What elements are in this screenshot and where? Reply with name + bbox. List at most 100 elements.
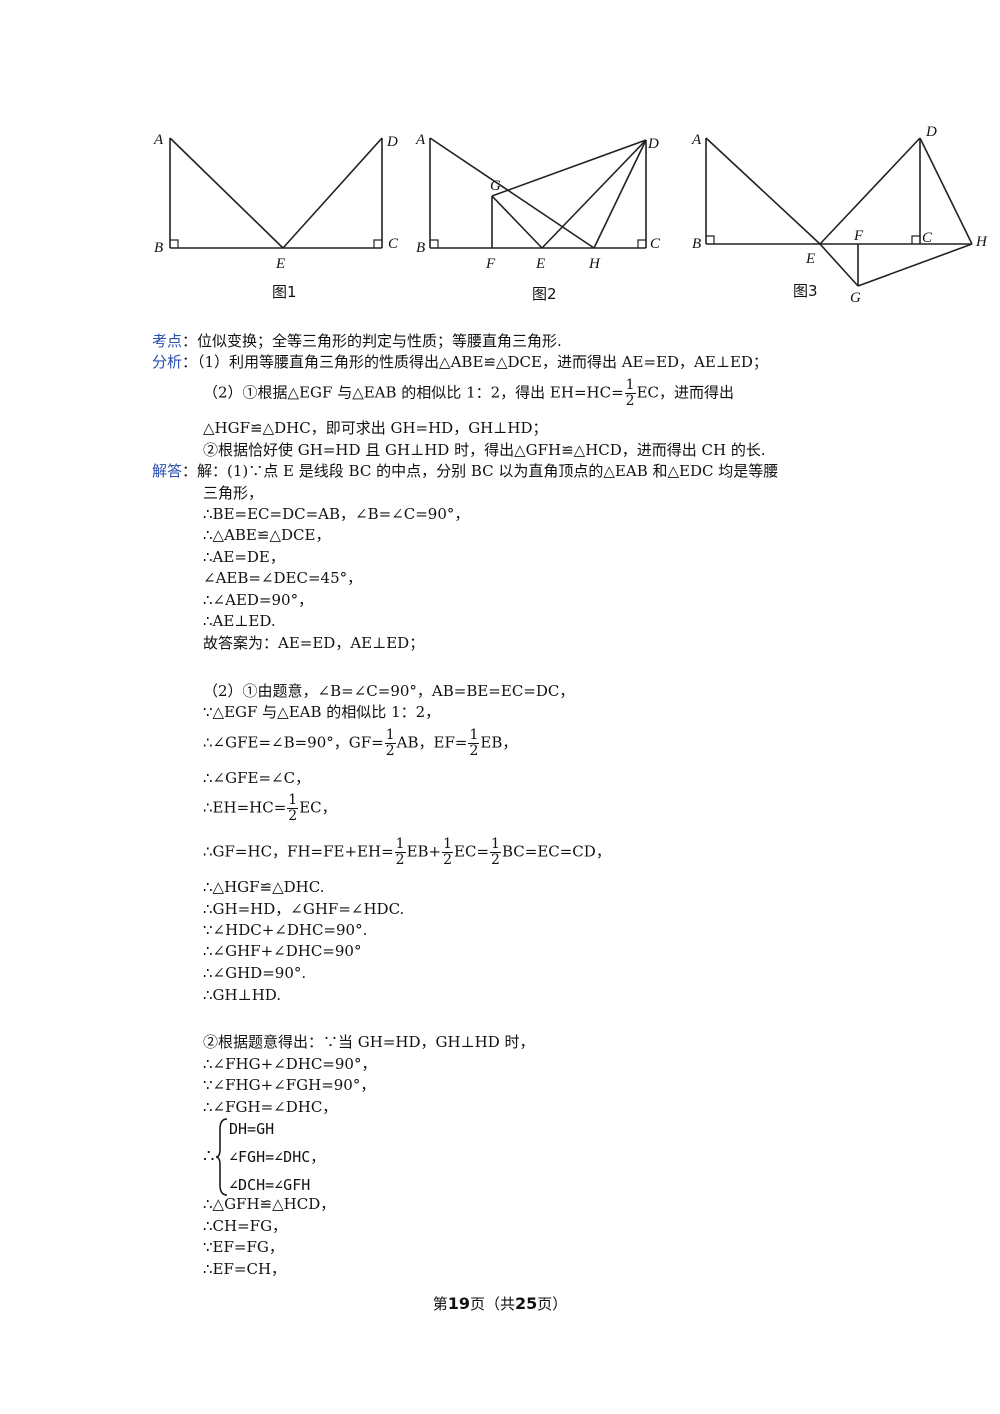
jieda-line-5: ∴AE=DE， [203, 547, 285, 568]
part2-text-2: ∵△EGF 与△EAB 的相似比 1：2， [203, 703, 441, 721]
part2-line-10: ∴∠GHF+∠DHC=90° [203, 941, 361, 962]
fenxi-text-2a: （2）①根据△EGF 与△EAB 的相似比 1：2，得出 EH=HC= [203, 383, 624, 402]
kaodian-tag: 考点 [152, 332, 183, 350]
part2-text-6c: EC= [454, 842, 490, 861]
fig2-label-C: C [650, 236, 661, 252]
frac-num: 1 [287, 792, 299, 809]
part2-line-8: ∴GH=HD，∠GHF=∠HDC. [203, 899, 404, 920]
fenxi-line-3: △HGF≌△DHC，即可求出 GH=HD，GH⊥HD； [203, 418, 547, 439]
part3-text-4: ∴∠FGH=∠DHC， [203, 1098, 338, 1116]
frac-num: 1 [442, 836, 454, 853]
jieda-text-9: 故答案为：AE=ED，AE⊥ED； [203, 634, 425, 652]
jieda-text-8: ∴AE⊥ED. [203, 612, 276, 630]
frac-den: 2 [385, 743, 395, 759]
part2-line-9: ∵∠HDC+∠DHC=90°. [203, 920, 367, 941]
fig1-label-B: B [154, 240, 163, 256]
jieda-line-8: ∴AE⊥ED. [203, 611, 276, 632]
fenxi-line-1: 分析：（1）利用等腰直角三角形的性质得出△ABE≌△DCE，进而得出 AE=ED… [152, 352, 768, 373]
frac-num: 1 [394, 836, 406, 853]
fenxi-tag: 分析 [152, 353, 183, 371]
system-eq-1: DH=GH [229, 1120, 275, 1138]
part3-text-3: ∵∠FHG+∠FGH=90°， [203, 1076, 376, 1094]
jieda-line-2: 三角形， [203, 483, 263, 504]
part3-line-7: ∵EF=FG， [203, 1237, 284, 1258]
jieda-text-7: ∴∠AED=90°， [203, 591, 314, 609]
part2-text-12: ∴GH⊥HD. [203, 986, 282, 1004]
part3-line-3: ∵∠FHG+∠FGH=90°， [203, 1075, 375, 1096]
part3-text-5: ∴△GFH≌△HCD， [203, 1195, 336, 1213]
part2-text-9: ∵∠HDC+∠DHC=90°. [203, 921, 368, 939]
figure-2-caption: 图2 [532, 285, 557, 303]
part2-line-2: ∵△EGF 与△EAB 的相似比 1：2， [203, 702, 440, 723]
part2-text-8: ∴GH=HD，∠GHF=∠HDC. [203, 900, 405, 918]
fenxi-text-2b: EC，进而得出 [636, 383, 735, 402]
figure-1-diagram: A B C D E [153, 132, 399, 272]
jieda-line-7: ∴∠AED=90°， [203, 590, 313, 611]
part2-text-5a: ∴EH=HC= [203, 798, 287, 817]
part2-text-6a: ∴GF=HC，FH=FE+EH= [203, 842, 394, 861]
figure-3: A B C D E F G H [688, 120, 993, 310]
part3-line-8: ∴EF=CH， [203, 1259, 286, 1280]
fig2-label-E: E [535, 256, 545, 272]
jieda-line-1: 解答：解：(1)∵点 E 是线段 BC 的中点，分别 BC 以为直角顶点的△EA… [152, 461, 778, 482]
jieda-line-6: ∠AEB=∠DEC=45°， [203, 568, 362, 589]
part3-line-4: ∴∠FGH=∠DHC， [203, 1097, 337, 1118]
part2-text-4: ∴∠GFE=∠C， [203, 769, 311, 787]
part2-line-4: ∴∠GFE=∠C， [203, 768, 310, 789]
part2-line-11: ∴∠GHD=90°. [203, 963, 306, 984]
fenxi-text-3: △HGF≌△DHC，即可求出 GH=HD，GH⊥HD； [203, 419, 548, 437]
footer-mid: 页（共 [469, 1295, 515, 1313]
frac-den: 2 [395, 852, 405, 868]
system-eq-3: ∠DCH=∠GFH [229, 1176, 311, 1194]
part3-text-2: ∴∠FHG+∠DHC=90°， [203, 1055, 377, 1073]
fig2-label-H: H [588, 256, 601, 272]
figure-2: A B C D E F G H [412, 120, 680, 310]
figure-1-caption: 图1 [272, 283, 297, 301]
jieda-text-1: ：解：(1)∵点 E 是线段 BC 的中点，分别 BC 以为直角顶点的△EAB … [182, 462, 779, 480]
part2-line-12: ∴GH⊥HD. [203, 985, 281, 1006]
part2-line-7: ∴△HGF≌△DHC. [203, 877, 324, 898]
frac-num: 1 [490, 836, 501, 853]
footer-post: 页） [537, 1295, 568, 1313]
frac-num: 1 [384, 727, 396, 744]
jieda-tag: 解答 [152, 462, 183, 480]
fig2-label-D: D [647, 136, 659, 152]
jieda-line-9: 故答案为：AE=ED，AE⊥ED； [203, 633, 424, 654]
kaodian-line: 考点：位似变换；全等三角形的判定与性质；等腰直角三角形. [152, 331, 562, 352]
fig2-label-G: G [490, 178, 501, 194]
part2-text-7: ∴△HGF≌△DHC. [203, 878, 325, 896]
part2-text-6d: BC=EC=CD， [501, 842, 611, 861]
part3-line-6: ∴CH=FG， [203, 1216, 287, 1237]
fig1-label-C: C [388, 236, 399, 252]
jieda-text-2: 三角形， [203, 484, 264, 502]
fig3-label-D: D [925, 124, 937, 140]
frac-den: 2 [443, 852, 453, 868]
jieda-line-3: ∴BE=EC=DC=AB，∠B=∠C=90°， [203, 504, 469, 525]
fenxi-text-1: ：（1）利用等腰直角三角形的性质得出△ABE≌△DCE，进而得出 AE=ED，A… [182, 353, 768, 371]
system-eq-2: ∠FGH=∠DHC， [229, 1148, 326, 1166]
figure-3-diagram: A B C D E F G H [691, 124, 988, 306]
fig1-label-D: D [386, 134, 398, 150]
part2-text-3b: AB，EF= [396, 733, 468, 752]
part2-text-3c: EB， [480, 733, 518, 752]
fig3-label-G: G [850, 290, 861, 306]
fig2-label-F: F [485, 256, 496, 272]
fig3-label-B: B [692, 236, 701, 252]
part2-text-11: ∴∠GHD=90°. [203, 964, 307, 982]
frac-den: 2 [469, 743, 479, 759]
frac-num: 1 [624, 377, 636, 394]
part2-text-3a: ∴∠GFE=∠B=90°，GF= [203, 733, 384, 752]
jieda-text-6: ∠AEB=∠DEC=45°， [203, 569, 363, 587]
fig1-label-E: E [275, 256, 285, 272]
fig2-label-A: A [415, 132, 426, 148]
equation-system: DH=GH ∠FGH=∠DHC， ∠DCH=∠GFH [229, 1115, 325, 1199]
jieda-line-4: ∴△ABE≌△DCE， [203, 525, 330, 546]
frac-den: 2 [491, 852, 500, 868]
